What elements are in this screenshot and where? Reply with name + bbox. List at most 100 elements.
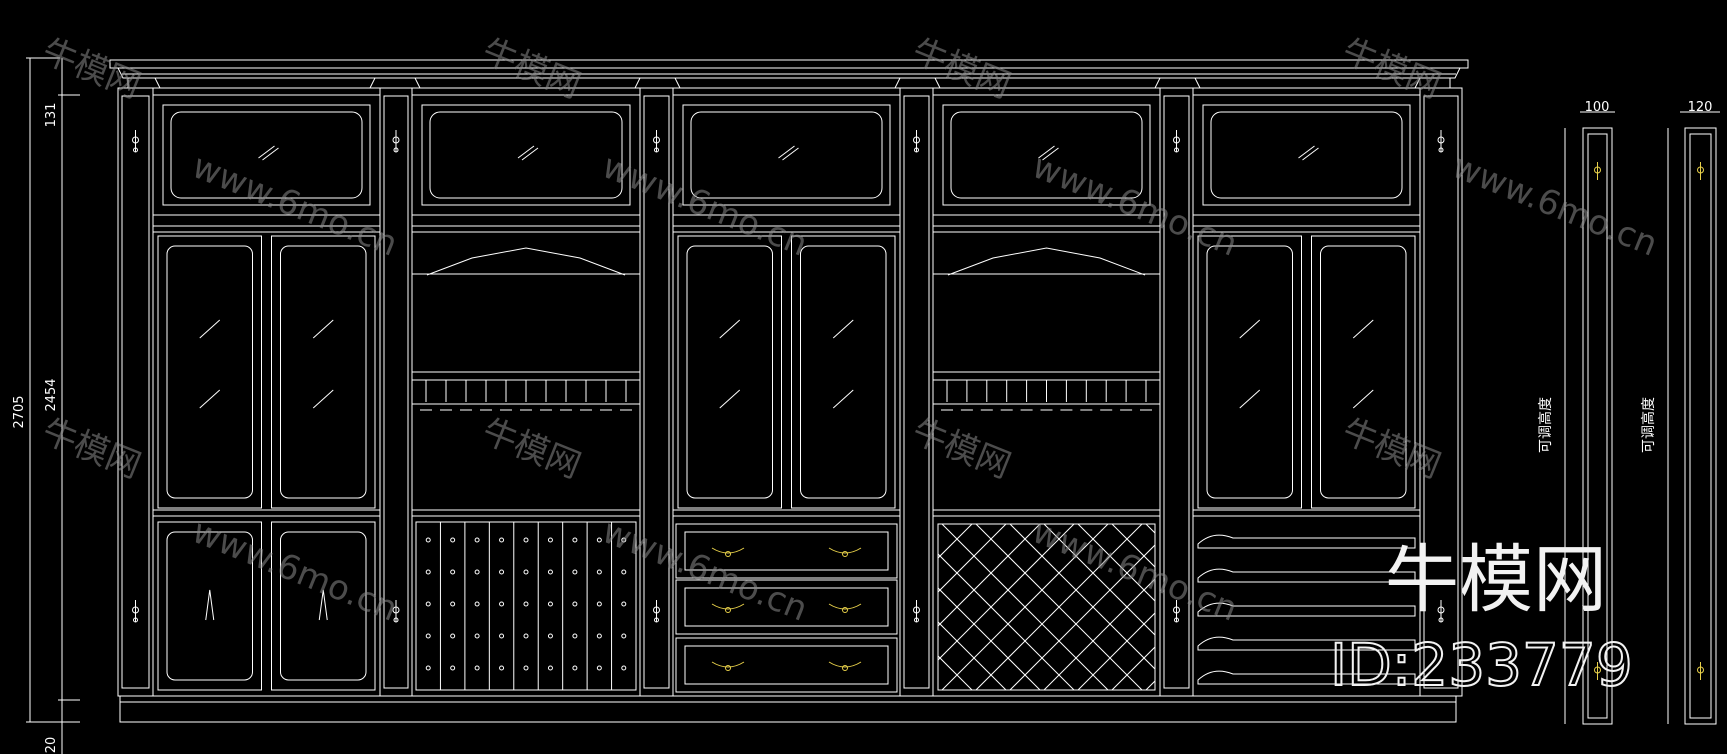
wine-slot [523,633,529,639]
transom-glass [1210,111,1403,199]
wine-slot [499,537,505,543]
glass-door [271,235,376,509]
lattice-bar [975,524,1143,690]
glass-door-inset [800,245,887,499]
wine-slot [621,633,627,639]
transom-panel [421,104,631,206]
drawer-pull-icon [725,607,731,613]
wine-slot [425,633,431,639]
ornament-icon [393,617,399,623]
wine-slot [621,665,627,671]
adjustable-panel-inset [1689,133,1712,719]
transom-panel [942,104,1151,206]
glass-reflection [1302,147,1319,161]
glass-reflection [832,319,854,339]
wine-slot [596,537,602,543]
pilaster [117,87,154,697]
wine-slot [450,665,456,671]
pilaster [1419,87,1463,697]
lattice-bar [1111,524,1155,568]
wine-slot [547,633,553,639]
transom-frame [152,94,381,216]
wine-slot [572,601,578,607]
lattice-bar [938,524,1075,661]
wine-slot [425,665,431,671]
wine-slot [596,601,602,607]
wine-slot [621,569,627,575]
glass-reflection [312,319,334,339]
wine-slot [425,569,431,575]
drawer [675,637,898,693]
lattice-bar [938,524,1007,593]
ornament-icon [133,617,138,623]
ornament-icon [914,617,919,623]
transom-frame [932,94,1161,216]
wine-slot [523,601,529,607]
wine-slot [596,665,602,671]
drawer [675,579,898,635]
glass-reflection [199,389,221,409]
lattice-grid [938,524,1155,690]
transom-panel [162,104,371,206]
glass-reflection [778,145,795,159]
wine-slot [499,601,505,607]
wine-slot [547,537,553,543]
glass-door [1197,235,1302,509]
lattice-bar [941,524,1109,690]
pilaster-inset [1423,95,1459,689]
wine-slot [425,537,431,543]
glass-reflection [258,145,275,159]
ornament-icon [654,617,659,623]
lower-door [271,521,376,691]
drawer-pull-icon [842,551,848,557]
watermark-brand-small: 牛模网 [37,411,147,486]
dim-total-height: 2705 [12,395,27,428]
adjustable-panel [1582,127,1613,725]
lattice-bar [938,524,973,559]
wine-slot [499,569,505,575]
glass-reflection [782,147,799,161]
wine-slot [523,665,529,671]
wine-slot [572,633,578,639]
wine-slot [499,665,505,671]
frieze-segment [674,77,901,89]
dim-panel-b-width: 120 [1688,100,1713,115]
glass-reflection [1352,319,1374,339]
label-adjustable-height-a: 可调高度 [1537,397,1554,453]
pilaster [379,87,413,697]
cabinet-elevation [26,57,1720,754]
drawer-pull-icon [828,547,862,554]
pilaster [899,87,934,697]
wine-slot [474,569,480,575]
frieze-band [127,77,1451,89]
frieze-segment [154,77,376,89]
transom-frame [672,94,901,216]
lower-door [157,521,262,691]
glass-door [791,235,896,509]
handle-icon [318,589,328,621]
watermark-brand-small: 牛模网 [907,411,1017,486]
plinth [119,695,1457,723]
wine-slot [450,633,456,639]
glass-door-inset [1320,245,1407,499]
drawer-inset [684,645,889,685]
lattice-bar [1043,578,1155,690]
ornament-icon [654,147,659,153]
glass-door-inset [280,245,367,499]
watermark-site: www.6mo.cn [187,511,403,629]
wine-slot [572,665,578,671]
transom-glass [170,111,363,199]
valance [426,247,626,276]
wine-slot [474,537,480,543]
glass-reflection [1239,389,1261,409]
transom-glass [429,111,623,199]
glass-reflection [517,145,535,159]
drawer-pull-icon [842,665,848,671]
drawer-pull-icon [711,603,745,610]
drawer-pull-icon [711,661,745,668]
glass-reflection [1042,147,1059,161]
ornament-icon [393,147,399,153]
pilaster [639,87,674,697]
wine-slot [547,665,553,671]
